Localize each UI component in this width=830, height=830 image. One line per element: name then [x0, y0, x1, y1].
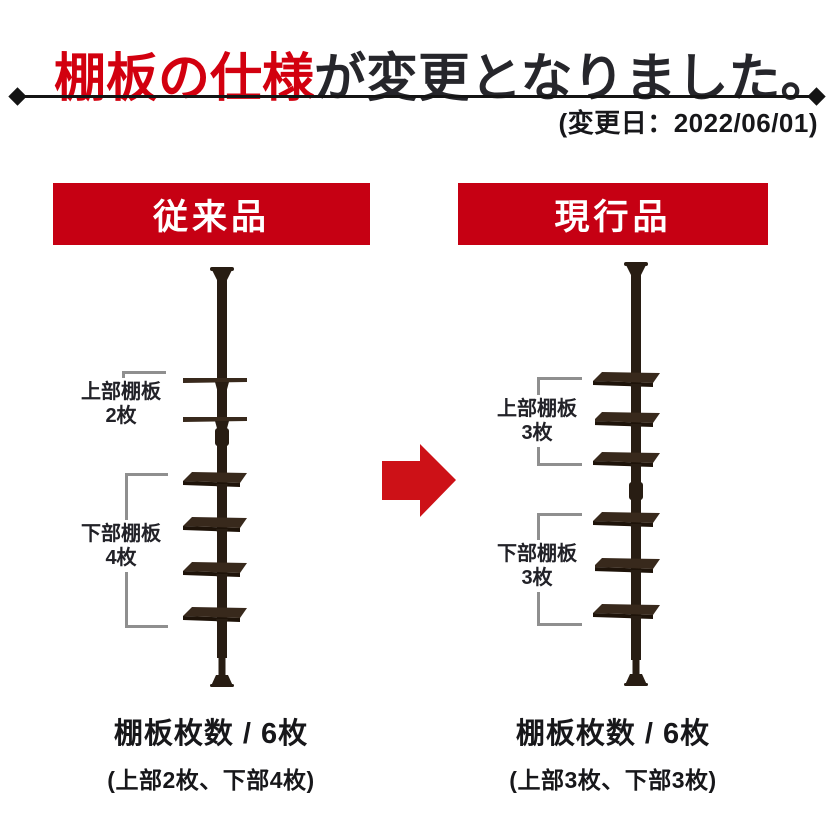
upper-shelf-label-previous-line2: 2枚 — [105, 405, 137, 427]
lower-shelf-label-current-line1: 下部棚板 — [497, 543, 577, 565]
banner-current-product: 現行品 — [458, 183, 768, 245]
lower-shelf-label-current: 下部棚板 3枚 — [479, 540, 595, 592]
upper-shelf-label-current-line1: 上部棚板 — [497, 398, 577, 420]
title-highlight: 棚板の仕様 — [54, 49, 315, 108]
title-rest: が変更となりました。 — [314, 49, 830, 108]
tension-pole-shelf-illustration — [183, 267, 247, 687]
lower-shelf-label-previous-line2: 4枚 — [105, 547, 137, 569]
right-arrow-icon — [382, 444, 456, 517]
previous-product-figure — [160, 260, 290, 695]
tension-pole-shelf-illustration — [593, 262, 660, 686]
banner-current-label: 現行品 — [554, 197, 672, 237]
banner-previous-label: 従来品 — [152, 197, 270, 237]
lower-shelf-label-previous: 下部棚板 4枚 — [63, 520, 179, 572]
upper-shelf-label-current-line2: 3枚 — [521, 422, 553, 444]
page-title: 棚板の仕様が変更となりました。 — [54, 49, 830, 108]
caption-current: 棚板枚数 / 6枚 (上部3枚、下部3枚) — [433, 710, 793, 795]
upper-shelf-label-previous: 上部棚板 2枚 — [63, 378, 179, 430]
lower-shelf-label-previous-line1: 下部棚板 — [81, 523, 161, 545]
caption-current-detail: (上部3枚、下部3枚) — [509, 767, 717, 793]
caption-previous-total: 棚板枚数 / 6枚 — [113, 718, 309, 750]
upper-shelf-label-current: 上部棚板 3枚 — [479, 395, 595, 447]
caption-previous: 棚板枚数 / 6枚 (上部2枚、下部4枚) — [31, 710, 391, 795]
caption-previous-detail: (上部2枚、下部4枚) — [107, 767, 315, 793]
divider-line — [8, 87, 826, 106]
current-product-figure — [575, 256, 710, 696]
change-date: (変更日：2022/06/01) — [558, 108, 818, 138]
upper-shelf-label-previous-line1: 上部棚板 — [81, 381, 161, 403]
banner-previous-product: 従来品 — [53, 183, 370, 245]
caption-current-total: 棚板枚数 / 6枚 — [515, 718, 711, 750]
lower-shelf-label-current-line2: 3枚 — [521, 567, 553, 589]
diamond-icon — [8, 87, 27, 106]
